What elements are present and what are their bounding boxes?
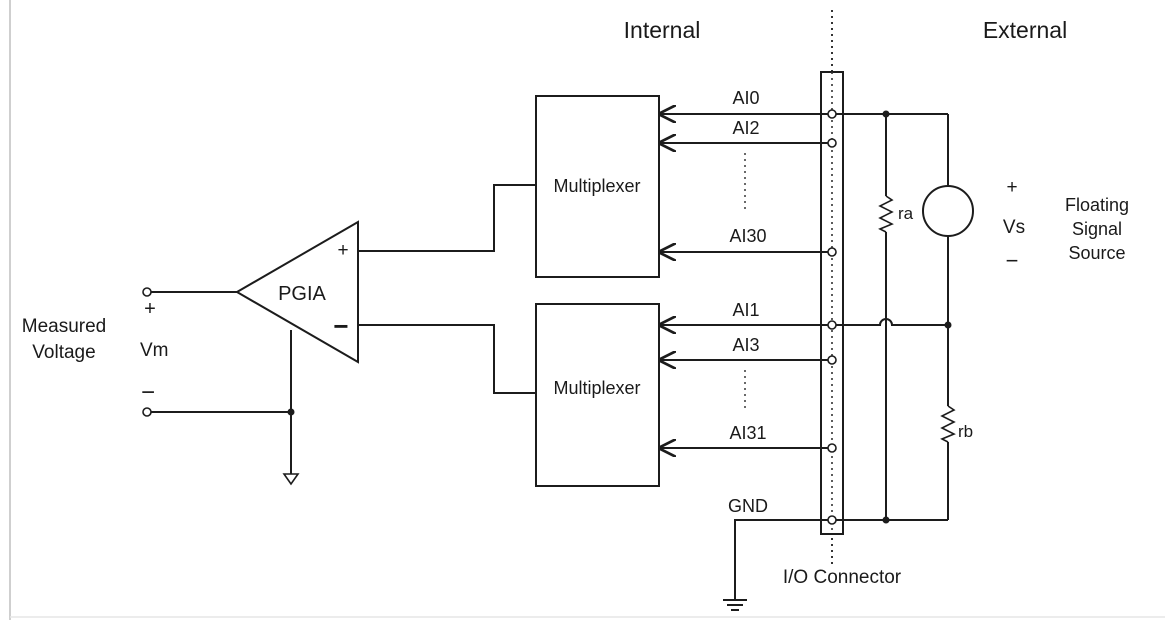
measured-minus-terminal	[142, 407, 152, 417]
earth-ground-icon	[723, 599, 747, 611]
vm-label: Vm	[140, 340, 169, 361]
resistor-ra-label: ra	[898, 204, 914, 223]
pgia-amplifier	[235, 220, 359, 364]
terminal-gnd	[827, 515, 837, 525]
resistor-rb-label: rb	[958, 422, 973, 441]
floating-source-label-line1: Floating	[1065, 195, 1129, 215]
pgia-ground-node	[287, 408, 295, 416]
gnd-label: GND	[728, 496, 768, 516]
channel-ai1-label: AI1	[732, 300, 759, 320]
pgia-plus-input: +	[337, 240, 348, 261]
channel-ai3-label: AI3	[732, 335, 759, 355]
pgia-minus-to-mux-bottom-wire	[358, 324, 536, 394]
floating-source-label-line2: Signal	[1072, 219, 1122, 239]
resistor-rb-icon	[940, 405, 956, 443]
source-plus-sign: +	[1006, 177, 1017, 198]
multiplexer-bottom-label: Multiplexer	[553, 378, 640, 398]
measured-minus-sign: −	[141, 379, 155, 406]
terminal-ai30	[827, 247, 837, 257]
pgia-plus-to-mux-top-wire	[358, 184, 536, 252]
chassis-ground-icon	[282, 473, 300, 486]
pgia-minus-input: −	[333, 311, 348, 341]
terminal-ai2	[827, 138, 837, 148]
node-ai0	[882, 110, 890, 118]
floating-source-icon	[922, 185, 974, 237]
measured-voltage-label-line2: Voltage	[32, 342, 95, 363]
internal-heading: Internal	[624, 17, 701, 43]
node-ai1	[944, 321, 952, 329]
multiplexer-top	[535, 95, 660, 278]
multiplexer-bottom	[535, 303, 660, 487]
terminal-ai0	[827, 109, 837, 119]
measured-plus-sign: +	[144, 298, 156, 320]
external-heading: External	[983, 17, 1067, 43]
channel-ai31-label: AI31	[729, 423, 766, 443]
source-minus-sign: −	[1006, 248, 1019, 273]
io-connector-label: I/O Connector	[783, 567, 902, 588]
measured-voltage-label-line1: Measured	[22, 316, 107, 337]
channel-ai2-label: AI2	[732, 118, 759, 138]
ai1-external-wire	[836, 318, 948, 326]
terminal-ai1	[827, 320, 837, 330]
node-gnd	[882, 516, 890, 524]
floating-source-label-line3: Source	[1068, 243, 1125, 263]
vs-label: Vs	[1003, 217, 1025, 238]
resistor-ra-icon	[878, 195, 894, 233]
channel-ai30-label: AI30	[729, 226, 766, 246]
pgia-label: PGIA	[278, 283, 326, 305]
multiplexer-top-label: Multiplexer	[553, 176, 640, 196]
terminal-ai3	[827, 355, 837, 365]
terminal-ai31	[827, 443, 837, 453]
channel-ai0-label: AI0	[732, 88, 759, 108]
gnd-wire	[734, 519, 832, 600]
measured-plus-terminal	[142, 287, 152, 297]
